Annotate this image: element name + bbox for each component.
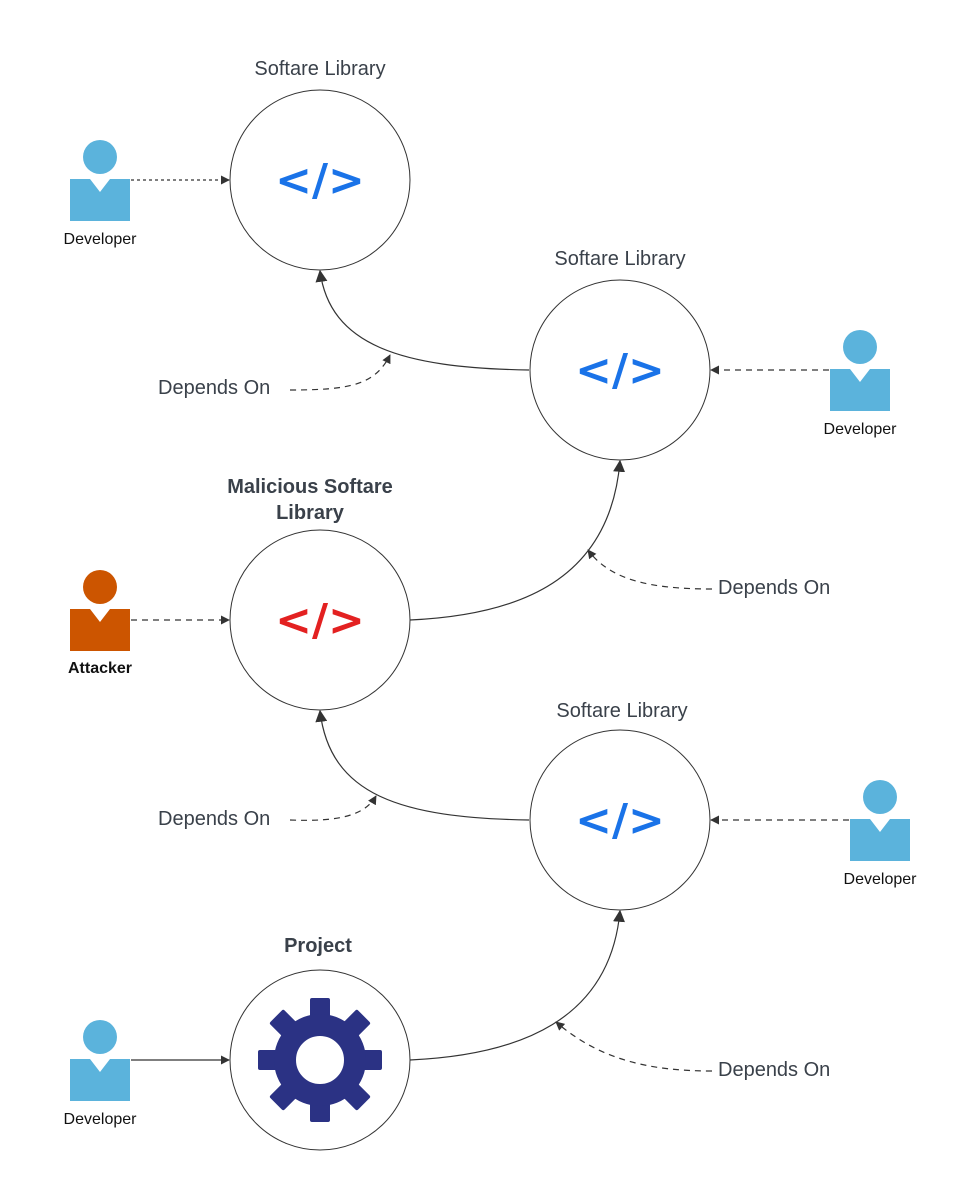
edge-label-connector-1 bbox=[289, 354, 391, 391]
gear-icon bbox=[258, 998, 382, 1122]
malicious-title-line-1: Malicious Softare bbox=[227, 476, 393, 498]
malicious-library-circle bbox=[229, 529, 411, 711]
project-title: Project bbox=[284, 935, 352, 957]
library-top-title: Softare Library bbox=[254, 58, 385, 80]
project-circle bbox=[229, 969, 411, 1151]
code-icon: </> bbox=[575, 345, 665, 396]
depends-on-label: Depends On bbox=[718, 1059, 830, 1081]
library-right-1-circle bbox=[529, 279, 711, 461]
malicious-title-line-2: Library bbox=[276, 502, 345, 524]
developer-label: Developer bbox=[844, 871, 918, 888]
developer-label: Developer bbox=[64, 1111, 138, 1128]
person-icon bbox=[830, 330, 890, 411]
person-icon bbox=[70, 140, 130, 221]
library-top-circle bbox=[229, 89, 411, 271]
edge-label-connector-4 bbox=[555, 1021, 713, 1072]
library-node-right-1: Softare Library </> bbox=[529, 248, 711, 461]
developer-right-1: Developer bbox=[824, 330, 898, 438]
developer-right-2: Developer bbox=[844, 780, 918, 888]
depends-on-label: Depends On bbox=[158, 377, 270, 399]
library-node-right-2: Softare Library </> bbox=[529, 700, 711, 911]
malicious-code-icon: </> bbox=[275, 595, 365, 646]
developer-top: Developer bbox=[64, 140, 138, 248]
edge-label-connector-3 bbox=[289, 795, 377, 821]
depends-on-label: Depends On bbox=[718, 577, 830, 599]
library-right-1-title: Softare Library bbox=[554, 248, 685, 270]
attacker-label: Attacker bbox=[68, 660, 132, 677]
edge-library-2-depends-malicious bbox=[315, 709, 530, 821]
person-icon bbox=[70, 1020, 130, 1101]
person-icon bbox=[850, 780, 910, 861]
edge-project-depends-library bbox=[409, 909, 625, 1061]
malicious-library-node: Malicious Softare Library </> bbox=[227, 476, 411, 711]
library-right-2-title: Softare Library bbox=[556, 700, 687, 722]
person-icon bbox=[70, 570, 130, 651]
library-right-2-circle bbox=[529, 729, 711, 911]
edge-library-depends-top bbox=[315, 269, 530, 371]
depends-on-label: Depends On bbox=[158, 808, 270, 830]
library-node-top: Softare Library </> bbox=[229, 58, 411, 271]
developer-bottom: Developer bbox=[64, 1020, 138, 1128]
edge-malicious-depends-library bbox=[409, 459, 626, 621]
developer-label: Developer bbox=[64, 231, 138, 248]
attacker: Attacker bbox=[68, 570, 132, 677]
edge-label-connector-2 bbox=[587, 549, 713, 590]
project-node: Project bbox=[229, 935, 411, 1151]
developer-label: Developer bbox=[824, 421, 898, 438]
code-icon: </> bbox=[575, 795, 665, 846]
code-icon: </> bbox=[275, 155, 365, 206]
